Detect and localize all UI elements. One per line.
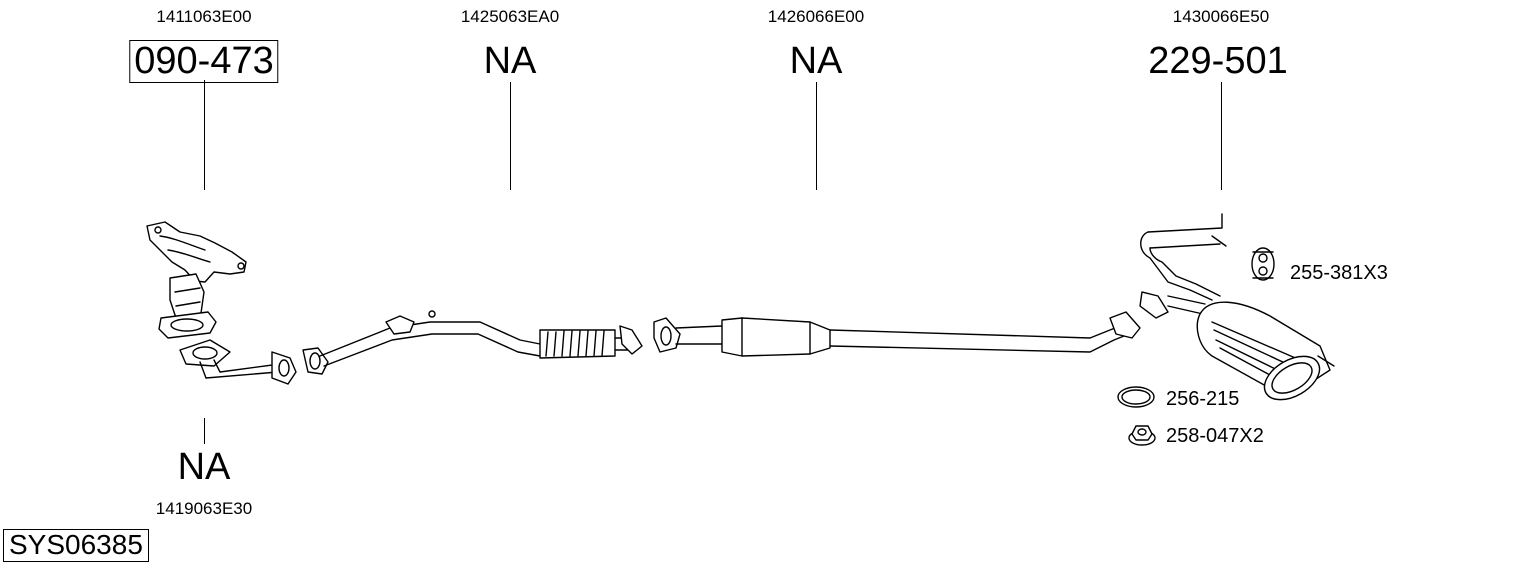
part-number-rear-silencer[interactable]: 229-501: [1148, 40, 1288, 82]
exhaust-manifold-drawing: [147, 222, 246, 338]
accessory-hanger-label[interactable]: 255-381X3: [1290, 262, 1388, 284]
rubber-hanger-icon: [1252, 248, 1274, 280]
leader-line-centre-pipe: [816, 82, 817, 190]
leader-line-manifold: [204, 80, 205, 190]
part-number-manifold[interactable]: 090-473: [129, 40, 279, 83]
gasket-ring-icon: [1118, 387, 1154, 407]
leader-line-front-pipe: [510, 82, 511, 190]
oem-code-centre-pipe: 1426066E00: [767, 7, 865, 26]
rear-silencer-drawing: [1140, 214, 1334, 409]
part-number-front-pipe: NA: [483, 40, 537, 82]
oem-code-rear-silencer: 1430066E50: [1172, 7, 1270, 26]
oem-code-lower-pipe: 1419063E30: [155, 499, 253, 518]
leader-line-lower-pipe: [204, 418, 205, 444]
lower-pipe-drawing: [180, 340, 296, 384]
front-pipe-drawing: [303, 311, 642, 374]
oem-code-front-pipe: 1425063EA0: [460, 7, 560, 26]
accessory-gasket-label[interactable]: 256-215: [1166, 388, 1240, 410]
system-code: SYS06385: [3, 529, 149, 562]
oem-code-manifold: 1411063E00: [156, 7, 252, 26]
part-number-lower-pipe: NA: [177, 446, 231, 488]
accessory-nut-label[interactable]: 258-047X2: [1166, 425, 1264, 447]
leader-line-rear-silencer: [1221, 82, 1222, 190]
flange-nut-icon: [1129, 426, 1155, 445]
centre-pipe-drawing: [654, 312, 1140, 356]
part-number-centre-pipe: NA: [789, 40, 843, 82]
